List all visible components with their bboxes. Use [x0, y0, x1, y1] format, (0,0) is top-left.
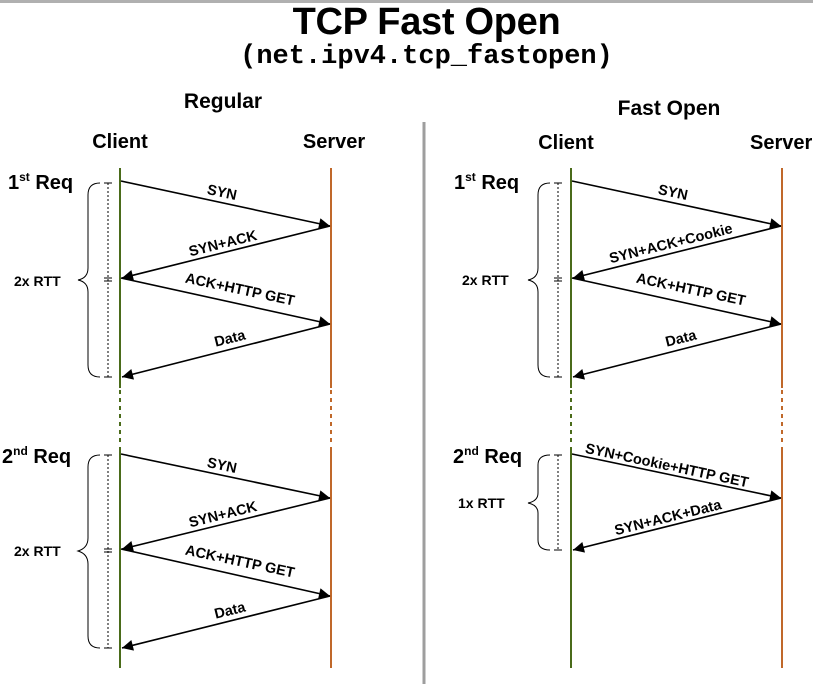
fast-open-req1-arrow-2	[572, 225, 782, 281]
regular-req1-arrow-2	[121, 225, 331, 281]
fast-open-req1-msg-1: SYN	[657, 182, 690, 204]
fast-open-req1-brace	[527, 182, 551, 378]
fast-open-heading: Fast Open	[618, 97, 721, 120]
regular-req2-timeline	[104, 454, 112, 649]
regular-req1-msg-4: Data	[213, 327, 248, 350]
fast-open-panel: Fast Open Client Server 1st Req 2x RTT S…	[453, 97, 812, 668]
page-subtitle: (net.ipv4.tcp_fastopen)	[240, 42, 613, 72]
fast-open-req1-arrow-1	[571, 180, 782, 230]
regular-req2-label: 2nd Req	[2, 444, 71, 468]
fast-open-req2-rtt: 1x RTT	[458, 495, 505, 511]
fast-open-client-label: Client	[538, 132, 594, 154]
fast-open-req1-msg-2: SYN+ACK+Cookie	[608, 221, 735, 267]
top-rule	[0, 0, 813, 3]
fast-open-req1-rtt: 2x RTT	[462, 272, 509, 288]
regular-req2-msg-4: Data	[213, 599, 248, 622]
regular-req1-arrow-1	[120, 180, 331, 230]
regular-req1-rtt: 2x RTT	[14, 273, 61, 289]
fast-open-req1-arrow-4	[572, 323, 782, 380]
fast-open-server-label: Server	[750, 132, 812, 154]
regular-client-label: Client	[92, 131, 148, 153]
regular-req2-msg-2: SYN+ACK	[187, 499, 259, 532]
regular-req2-rtt: 2x RTT	[14, 543, 61, 559]
fast-open-req2-arrow-2	[572, 497, 782, 553]
fast-open-req2-label: 2nd Req	[453, 444, 522, 468]
regular-req1-label: 1st Req	[8, 170, 73, 194]
regular-req2-brace	[76, 454, 101, 649]
regular-heading: Regular	[184, 90, 262, 113]
regular-server-label: Server	[303, 131, 365, 153]
fast-open-req1-msg-4: Data	[664, 327, 699, 350]
regular-req2-arrow-2	[121, 497, 331, 552]
regular-req1-msg-2: SYN+ACK	[187, 228, 259, 261]
regular-req2-arrow-4	[121, 595, 331, 651]
regular-req1-arrow-3	[120, 277, 331, 328]
regular-req2-arrow-1	[120, 453, 331, 502]
regular-req1-msg-1: SYN	[206, 182, 239, 204]
page-title: TCP Fast Open	[292, 1, 561, 43]
fast-open-req2-msg-1: SYN+Cookie+HTTP GET	[584, 441, 750, 491]
fast-open-req1-label: 1st Req	[454, 170, 519, 194]
regular-req2-msg-1: SYN	[206, 455, 239, 477]
fast-open-req2-timeline	[554, 454, 562, 551]
fast-open-req2-msg-2: SYN+ACK+Data	[613, 497, 724, 539]
regular-panel: Regular Client Server 1st Req 2x RTT SYN…	[2, 90, 365, 668]
regular-req1-brace	[77, 182, 101, 378]
regular-req1-arrow-4	[121, 323, 331, 380]
fast-open-req1-arrow-3	[571, 277, 782, 328]
fast-open-req2-brace	[527, 454, 551, 551]
regular-req2-arrow-3	[120, 548, 331, 599]
regular-req1-timeline	[104, 182, 112, 378]
fast-open-req1-timeline	[554, 182, 562, 378]
fast-open-req2-arrow-1	[571, 453, 782, 502]
